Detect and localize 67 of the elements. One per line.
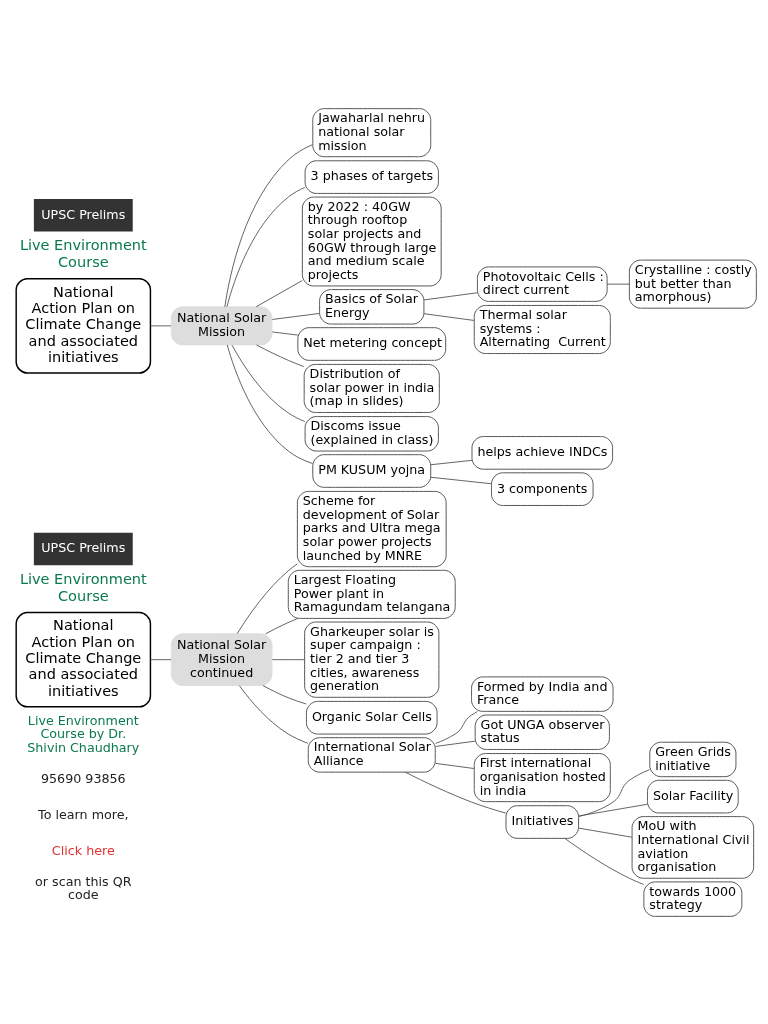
label: UPSC Prelims [41, 206, 126, 222]
node-box: 3 components [491, 471, 594, 506]
connector [150, 324, 172, 326]
connector [236, 562, 298, 634]
node-box: Got UNGA observer status [474, 714, 610, 750]
node-box: Gharkeuper solar is super campaign : tier 2 and tier 3 cities, awareness generation [304, 621, 440, 698]
label: Live Environment Course [19, 236, 147, 270]
connector [578, 827, 633, 838]
connector [435, 740, 476, 747]
connector [238, 684, 309, 744]
node-box: National Action Plan on Climate Change and associated initiatives [15, 611, 152, 708]
connector [405, 771, 507, 814]
connector [255, 279, 303, 307]
node-box: Organic Solar Cells [306, 700, 438, 734]
connector [430, 459, 473, 465]
node-box: Basics of Solar Energy [319, 288, 425, 324]
node-box: Initiatives [505, 804, 580, 839]
node-box: PM KUSUM yojna [312, 453, 432, 488]
label: 95690 93856 [40, 770, 126, 786]
node-box: Thermal solar systems : Alternating Current [473, 304, 611, 354]
connector [578, 803, 648, 816]
label: or scan this QR code [35, 873, 132, 902]
label: Live Environment Course [19, 570, 147, 604]
label: To learn more, [38, 806, 129, 822]
connector [423, 291, 478, 300]
label: Click here [51, 842, 115, 858]
node-box: Distribution of solar power in india (map in slides) [303, 363, 440, 413]
connector [435, 710, 478, 744]
connector [150, 658, 172, 660]
label: UPSC Prelims [41, 539, 126, 555]
node-box: Largest Floating Power plant in Ramagundam telangana [287, 569, 456, 619]
connector [564, 837, 645, 885]
connector [606, 283, 630, 285]
node-box: Discoms issue (explained in class) [304, 415, 439, 451]
node-box: Solar Facility [647, 779, 739, 813]
node-box: Green Grids initiative [649, 741, 737, 777]
label: Live Environment Course by Dr. Shivin Chaudhary [27, 712, 140, 755]
node-box: National Solar Mission [170, 305, 273, 345]
node-box: International Solar Alliance [307, 736, 436, 773]
connector [423, 312, 475, 321]
node-box: Net metering concept [297, 326, 447, 361]
node-box: by 2022 : 40GW through rooftop solar projects and 60GW through large and medium scale projects [301, 196, 442, 286]
node-box: helps achieve INDCs [471, 435, 614, 470]
connector [271, 312, 320, 320]
connector [224, 143, 314, 307]
connector [430, 476, 492, 484]
node-box: Scheme for development of Solar parks and Ultra mega solar power projects launched by MNRE [296, 490, 447, 567]
node-box: Crystalline : costly but better than amorphous) [628, 259, 757, 309]
connector [231, 344, 306, 422]
connector [256, 344, 305, 367]
connector [262, 684, 307, 704]
node-box: Photovoltaic Cells : direct current [476, 265, 608, 302]
connector [271, 658, 306, 660]
connector [226, 344, 313, 464]
connector [271, 331, 299, 335]
node-box: National Action Plan on Climate Change and associated initiatives [15, 277, 152, 374]
node-box: 3 phases of targets [304, 159, 439, 194]
node-box: First international organisation hosted in india [473, 752, 611, 802]
connector [226, 186, 306, 307]
node-box: Jawaharlal nehru national solar mission [312, 107, 432, 157]
node-box: National Solar Mission continued [170, 632, 273, 686]
connector [265, 617, 299, 634]
connector [435, 762, 475, 769]
node-box: towards 1000 strategy [643, 880, 743, 917]
node-box: MoU with International Civil aviation organisation [631, 815, 755, 879]
node-box: Formed by India and France [471, 675, 614, 712]
connector [578, 768, 650, 817]
